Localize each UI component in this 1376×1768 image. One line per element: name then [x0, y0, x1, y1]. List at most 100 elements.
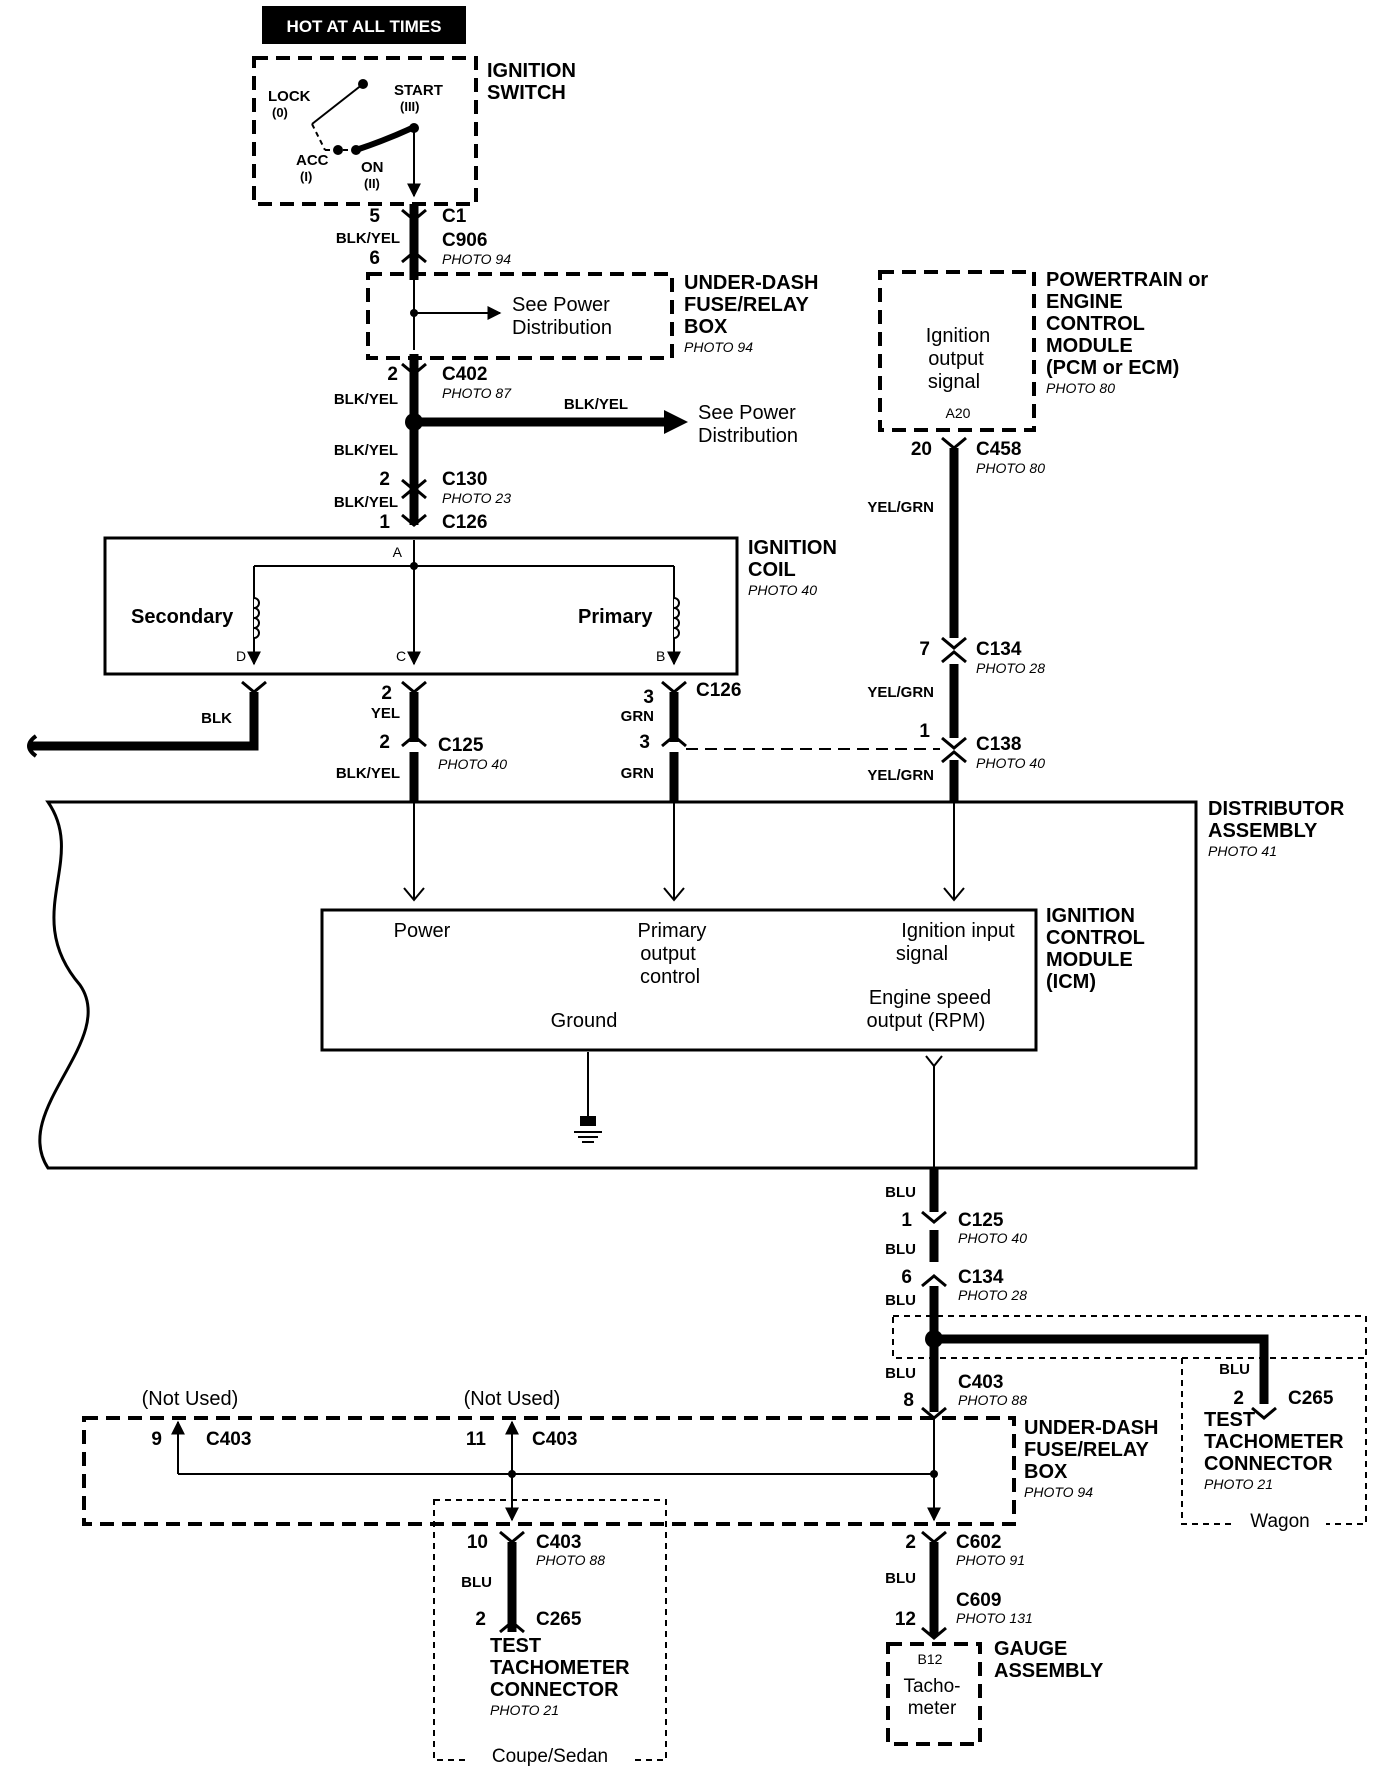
svg-text:C403: C403	[536, 1532, 581, 1553]
connector-c138: 1 C138 PHOTO 40 YEL/GRN	[867, 721, 1045, 784]
svg-text:(0): (0)	[272, 105, 288, 120]
svg-text:PHOTO 40: PHOTO 40	[748, 582, 817, 598]
under-dash-fuse-box-top: See Power Distribution UNDER-DASH FUSE/R…	[366, 272, 818, 360]
svg-text:5: 5	[369, 206, 380, 227]
svg-text:PHOTO 21: PHOTO 21	[490, 1702, 559, 1718]
svg-text:Wagon: Wagon	[1250, 1511, 1310, 1532]
svg-text:CONTROL: CONTROL	[1046, 313, 1145, 335]
connector-c130: BLK/YEL 2 BLK/YEL C130 PHOTO 23	[334, 442, 511, 511]
svg-text:IGNITION: IGNITION	[748, 537, 837, 559]
svg-text:6: 6	[369, 248, 380, 269]
svg-text:SWITCH: SWITCH	[487, 82, 566, 104]
svg-text:C403: C403	[958, 1372, 1003, 1393]
ignition-coil: IGNITION COIL PHOTO 40 A Secondary Prima…	[103, 536, 837, 676]
svg-text:Ignition input: Ignition input	[901, 920, 1015, 942]
connector-c125-lower: BLU 1 C125 PHOTO 40 BLU	[885, 1184, 1027, 1258]
svg-text:output: output	[928, 348, 984, 370]
svg-text:meter: meter	[908, 1698, 957, 1719]
svg-text:TEST: TEST	[490, 1635, 541, 1657]
svg-text:Power: Power	[394, 920, 451, 942]
svg-text:PHOTO 80: PHOTO 80	[976, 460, 1045, 476]
svg-text:See Power: See Power	[512, 294, 610, 316]
svg-text:7: 7	[919, 639, 930, 660]
svg-text:ON: ON	[361, 159, 384, 176]
svg-text:TACHOMETER: TACHOMETER	[490, 1657, 630, 1679]
svg-text:HOT AT ALL TIMES: HOT AT ALL TIMES	[287, 17, 442, 36]
svg-text:C: C	[396, 648, 406, 664]
connector-c403-pin8: BLU 8 C403 PHOTO 88	[885, 1365, 1027, 1420]
svg-text:PHOTO 94: PHOTO 94	[1024, 1484, 1093, 1500]
svg-text:control: control	[640, 966, 700, 988]
svg-text:10: 10	[467, 1532, 488, 1553]
svg-text:B12: B12	[918, 1651, 943, 1667]
svg-text:Secondary: Secondary	[131, 606, 234, 628]
svg-text:LOCK: LOCK	[268, 88, 311, 105]
svg-text:8: 8	[903, 1390, 914, 1411]
svg-text:11: 11	[466, 1429, 487, 1450]
svg-text:CONNECTOR: CONNECTOR	[490, 1679, 619, 1701]
svg-text:ASSEMBLY: ASSEMBLY	[994, 1660, 1104, 1682]
svg-text:TEST: TEST	[1204, 1409, 1255, 1431]
svg-text:C125: C125	[958, 1210, 1004, 1231]
svg-text:ACC: ACC	[296, 152, 329, 169]
svg-text:Distribution: Distribution	[698, 425, 798, 447]
connector-c602: 2 C602 PHOTO 91 BLU	[885, 1530, 1025, 1636]
svg-text:PHOTO 94: PHOTO 94	[684, 339, 753, 355]
svg-text:C403: C403	[532, 1429, 577, 1450]
svg-text:GAUGE: GAUGE	[994, 1638, 1067, 1660]
svg-text:ASSEMBLY: ASSEMBLY	[1208, 820, 1318, 842]
svg-text:2: 2	[381, 683, 392, 704]
svg-text:C138: C138	[976, 734, 1021, 755]
svg-text:PHOTO 88: PHOTO 88	[958, 1392, 1027, 1408]
svg-text:MODULE: MODULE	[1046, 335, 1133, 357]
svg-text:Primary: Primary	[638, 920, 707, 942]
svg-text:BLU: BLU	[461, 1574, 492, 1591]
svg-text:2: 2	[387, 364, 398, 385]
svg-text:BLU: BLU	[885, 1570, 916, 1587]
svg-text:Engine speed: Engine speed	[869, 987, 991, 1009]
ignition-control-module: IGNITION CONTROL MODULE (ICM) Power Prim…	[320, 905, 1145, 1168]
svg-text:(Not Used): (Not Used)	[464, 1388, 561, 1410]
ignition-switch: IGNITION SWITCH LOCK (0) START (III) ACC…	[252, 56, 576, 206]
svg-text:C1: C1	[442, 206, 467, 227]
coupe-sedan-test-tach-connector: 10 C403 PHOTO 88 BLU 2 C265 TEST TACHOME…	[433, 1499, 667, 1767]
svg-text:FUSE/RELAY: FUSE/RELAY	[1024, 1439, 1150, 1461]
svg-text:1: 1	[919, 721, 930, 742]
svg-text:BLK: BLK	[201, 710, 232, 727]
svg-text:IGNITION: IGNITION	[1046, 905, 1135, 927]
svg-text:(PCM or ECM): (PCM or ECM)	[1046, 357, 1179, 379]
svg-text:BOX: BOX	[684, 316, 728, 338]
svg-text:BOX: BOX	[1024, 1461, 1068, 1483]
splice-power-distribution: BLK/YEL See Power Distribution	[405, 396, 798, 447]
ignition-switch-title: IGNITION	[487, 60, 576, 82]
connector-c126-top: 1 C126	[379, 512, 487, 533]
svg-text:FUSE/RELAY: FUSE/RELAY	[684, 294, 810, 316]
svg-text:output: output	[640, 943, 696, 965]
svg-text:YEL: YEL	[371, 705, 400, 722]
svg-text:BLK/YEL: BLK/YEL	[564, 396, 628, 413]
svg-text:PHOTO 88: PHOTO 88	[536, 1552, 605, 1568]
svg-text:C134: C134	[976, 639, 1022, 660]
svg-text:signal: signal	[928, 371, 980, 393]
svg-text:START: START	[394, 82, 443, 99]
svg-text:PHOTO 40: PHOTO 40	[438, 756, 507, 772]
svg-text:BLU: BLU	[885, 1184, 916, 1201]
svg-text:MODULE: MODULE	[1046, 949, 1133, 971]
svg-text:C125: C125	[438, 735, 484, 756]
svg-text:C130: C130	[442, 469, 487, 490]
svg-text:TACHOMETER: TACHOMETER	[1204, 1431, 1344, 1453]
svg-text:output (RPM): output (RPM)	[867, 1010, 986, 1032]
svg-text:PHOTO 131: PHOTO 131	[956, 1610, 1033, 1626]
svg-text:CONNECTOR: CONNECTOR	[1204, 1453, 1333, 1475]
svg-text:BLK/YEL: BLK/YEL	[334, 494, 398, 511]
connector-c458: 20 C458 PHOTO 80 YEL/GRN	[867, 436, 1045, 516]
svg-text:BLK/YEL: BLK/YEL	[334, 391, 398, 408]
svg-text:C126: C126	[696, 680, 741, 701]
svg-text:BLU: BLU	[885, 1241, 916, 1258]
svg-text:BLU: BLU	[1219, 1361, 1250, 1378]
connector-c134-lower: 6 C134 PHOTO 28 BLU	[885, 1267, 1027, 1309]
svg-text:2: 2	[379, 469, 390, 490]
connector-c126-bottom: 2 3 C126 YEL GRN	[371, 680, 742, 725]
svg-text:YEL/GRN: YEL/GRN	[867, 499, 934, 516]
svg-text:3: 3	[643, 687, 654, 708]
